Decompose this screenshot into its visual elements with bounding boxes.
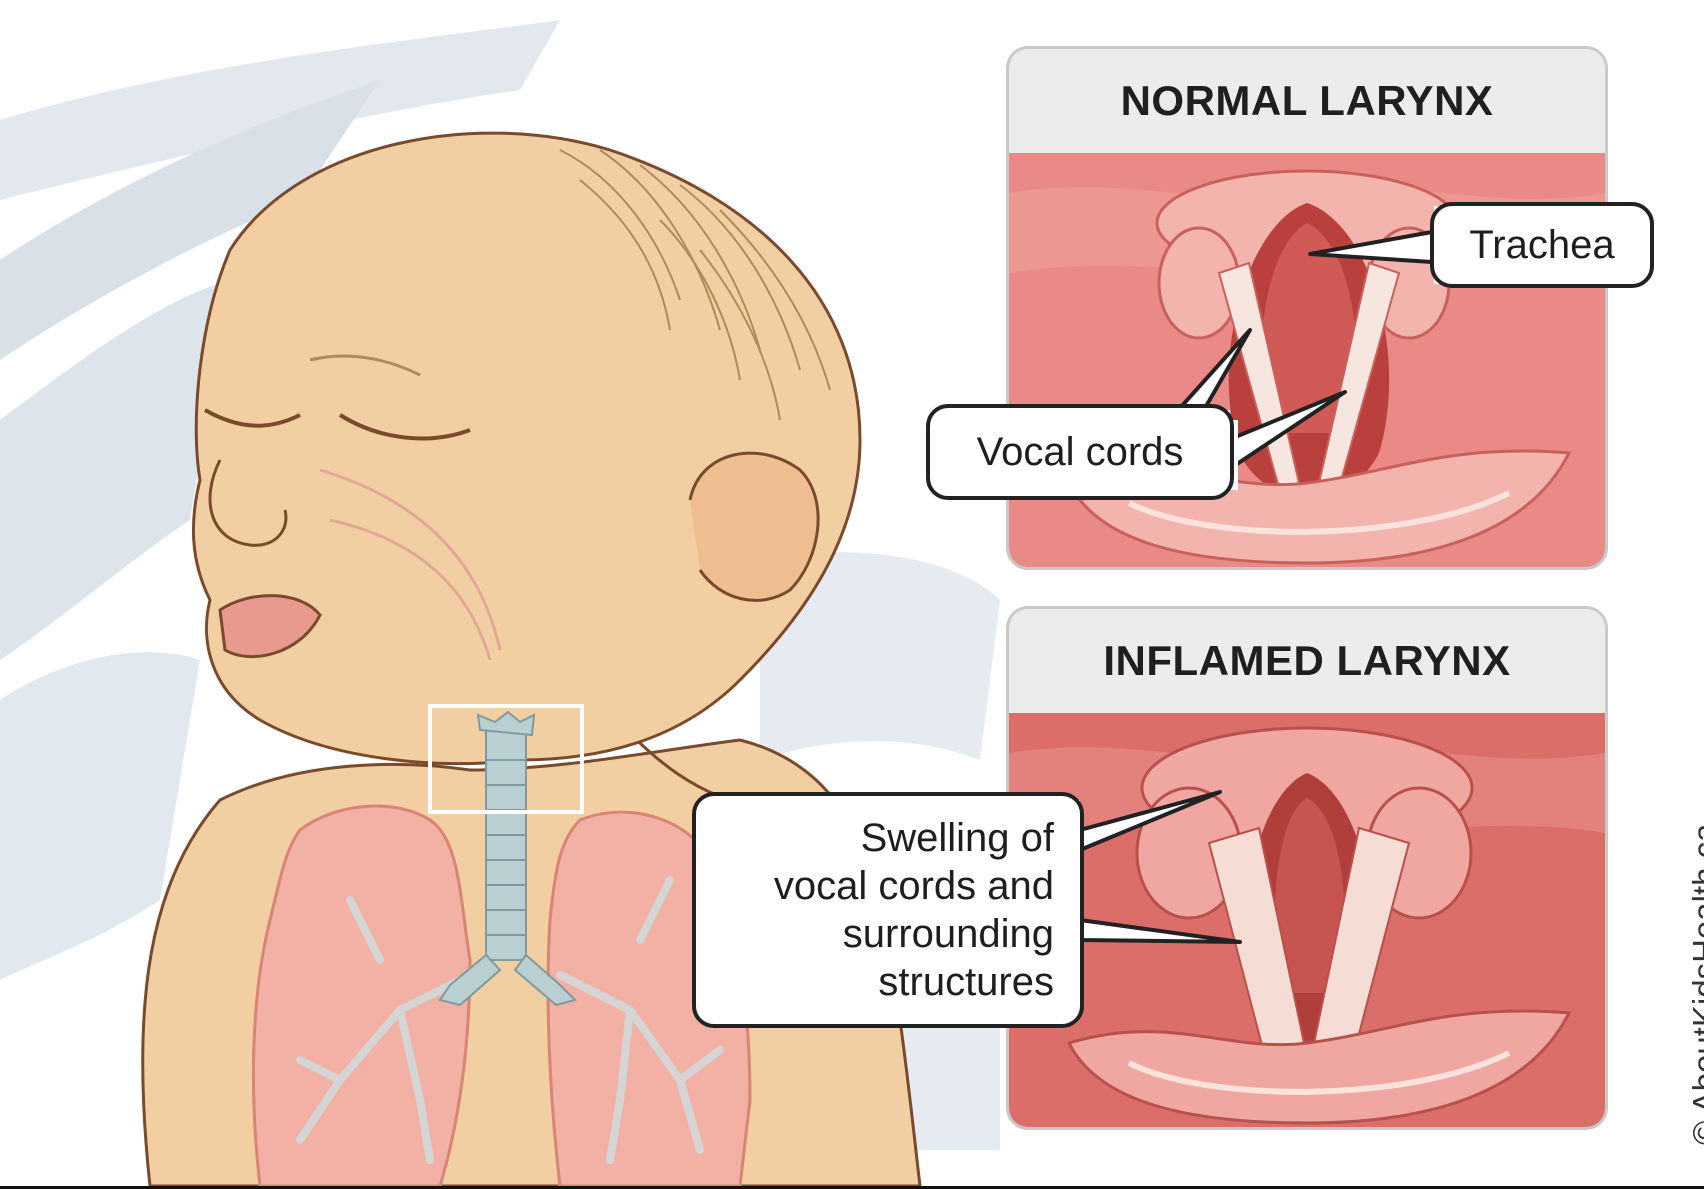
swelling-label-line: vocal cords and [774,862,1054,910]
copyright-credit: © AboutKidsHealth.ca [1686,823,1704,1145]
vocal-cords-callout: Vocal cords [926,404,1234,500]
trachea-label: Trachea [1469,223,1614,268]
swelling-label-line: surrounding [843,910,1054,958]
swelling-label-line: Swelling of [861,814,1054,862]
swelling-label-line: structures [878,958,1054,1006]
vocal-cords-label: Vocal cords [977,430,1184,475]
trachea-callout: Trachea [1430,202,1654,288]
swelling-callout: Swelling of vocal cords and surrounding … [692,792,1084,1028]
